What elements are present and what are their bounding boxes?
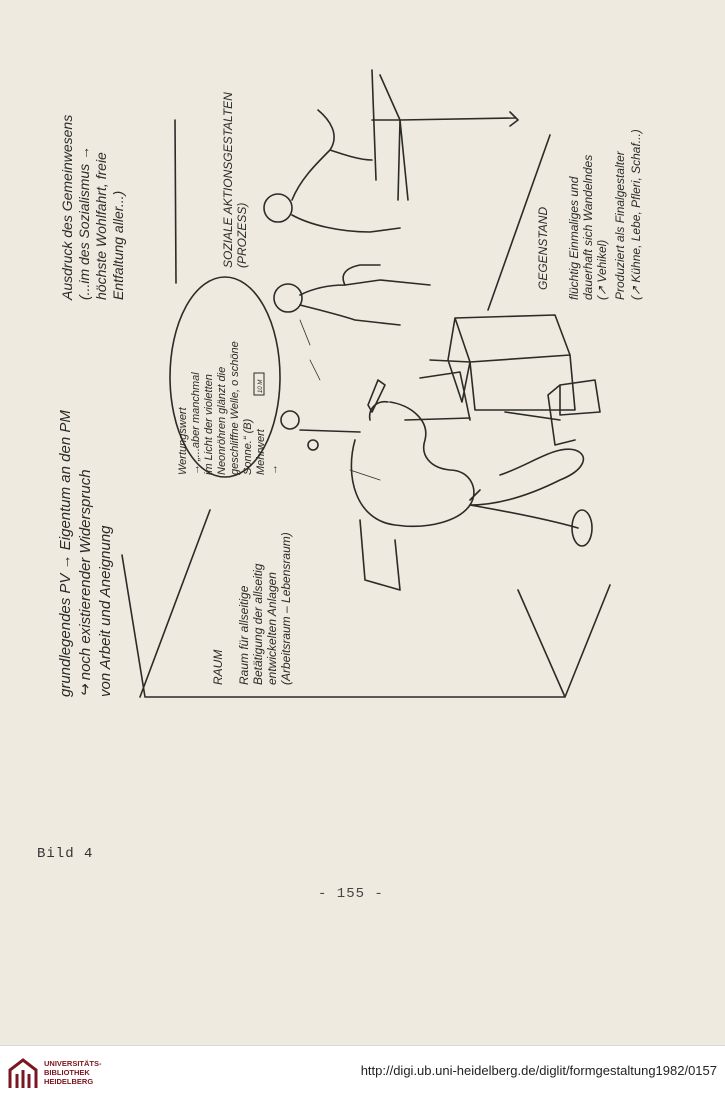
raum-line-4: (Arbeitsraum – Lebensraum) <box>279 532 293 685</box>
running-figure-body <box>291 109 401 233</box>
speed-lines <box>299 319 381 481</box>
figure-outline <box>350 400 585 528</box>
bubble-line-7: Mehrwert <box>255 428 267 475</box>
permalink[interactable]: http://digi.ub.uni-heidelberg.de/diglit/… <box>360 1063 717 1078</box>
figure-caption: Bild 4 <box>37 846 94 862</box>
text-top-right: Ausdruck des Gemeinwesens (...im des Soz… <box>59 111 126 301</box>
top-right-line-2: (...im des Sozialismus → <box>76 146 92 300</box>
bubble-pointer <box>299 429 361 433</box>
bubble-line-8: → <box>268 464 280 475</box>
library-name: UNIVERSITÄTS- BIBLIOTHEK HEIDELBERG <box>44 1059 102 1086</box>
social-heading-line-1: SOZIALE AKTIONSGESTALTEN <box>221 92 235 268</box>
scanned-page: grundlegendes PV → Eigentum an den PM ↪ … <box>37 69 643 902</box>
text-top-left: grundlegendes PV → Eigentum an den PM ↪ … <box>57 406 114 697</box>
room-frame <box>121 119 611 698</box>
text-social-heading: SOZIALE AKTIONSGESTALTEN (PROZESS) <box>221 89 249 268</box>
top-right-line-4: Entfaltung aller...) <box>110 191 126 300</box>
figure-arm <box>367 379 386 413</box>
bubble-line-4: Neonröhren glänzt die <box>216 367 228 475</box>
top-right-line-1: Ausdruck des Gemeinwesens <box>59 115 75 301</box>
bubble-line-5: geschliffne Welle, o schöne <box>229 341 241 475</box>
raum-line-1: Raum für allseitige <box>237 585 251 685</box>
money-note-icon <box>253 372 265 396</box>
bubble-dot-small <box>307 439 319 451</box>
footer-bar: UNIVERSITÄTS- BIBLIOTHEK HEIDELBERG http… <box>0 1045 725 1100</box>
bubble-dot-large <box>280 410 300 430</box>
gegenstand-line-2: dauerhaft sich Wandelndes <box>581 155 595 300</box>
top-left-line-3: von Arbeit und Aneignung <box>97 525 114 697</box>
raum-line-3: entwickelten Anlagen <box>265 572 279 685</box>
sketch-drawing: grundlegendes PV → Eigentum an den PM ↪ … <box>57 69 643 698</box>
bubble-line-3: im Licht der violetten <box>203 374 215 475</box>
raum-line-2: Betätigung der allseitig <box>251 563 265 685</box>
tube-disk <box>571 509 593 547</box>
thought-bubble <box>169 276 281 478</box>
standing-figure-head <box>273 283 303 313</box>
text-raum: Raum für allseitige Betätigung der allse… <box>237 532 293 685</box>
boxes <box>359 314 601 591</box>
text-gegenstand: flüchtig Einmaliges und dauerhaft sich W… <box>567 129 643 300</box>
top-left-line-2: ↪ noch existierender Widerspruch <box>77 469 94 697</box>
text-bubble: Wertungswert → „...aber manchmal im Lich… <box>177 338 280 475</box>
social-heading-line-2: (PROZESS) <box>235 203 249 268</box>
library-name-line-1: UNIVERSITÄTS- <box>44 1059 102 1068</box>
running-figure-head <box>263 193 293 223</box>
text-raum-heading: RAUM <box>211 650 225 685</box>
gegenstand-line-3: (↗ Vehikel) <box>595 240 609 300</box>
bubble-line-2: → „...aber manchmal <box>190 372 202 475</box>
bubble-line-6: Sonne.“ (B) <box>242 418 254 475</box>
gegenstand-line-5: (↗ Kühne, Lebe, Pfleri, Schaf...) <box>629 129 643 300</box>
arrow-frame <box>371 69 519 201</box>
text-gegenstand-heading: GEGENSTAND <box>536 207 550 290</box>
library-name-line-2: BIBLIOTHEK <box>44 1068 90 1077</box>
page-number: - 155 - <box>318 886 384 902</box>
gegenstand-divider <box>487 134 551 311</box>
bubble-line-1: Wertungswert <box>177 406 189 475</box>
gegenstand-line-4: Produziert als Finalgestalter <box>613 150 627 300</box>
top-left-line-1: grundlegendes PV → Eigentum an den PM <box>57 410 74 697</box>
top-right-line-3: höchste Wohlfahrt, freie <box>93 152 109 300</box>
tube <box>469 504 579 529</box>
library-name-line-3: HEIDELBERG <box>44 1077 94 1086</box>
gegenstand-line-1: flüchtig Einmaliges und <box>567 176 581 300</box>
money-note-text: 10 M <box>258 380 264 393</box>
standing-figure-body <box>299 264 431 326</box>
library-logo-icon <box>8 1058 38 1088</box>
